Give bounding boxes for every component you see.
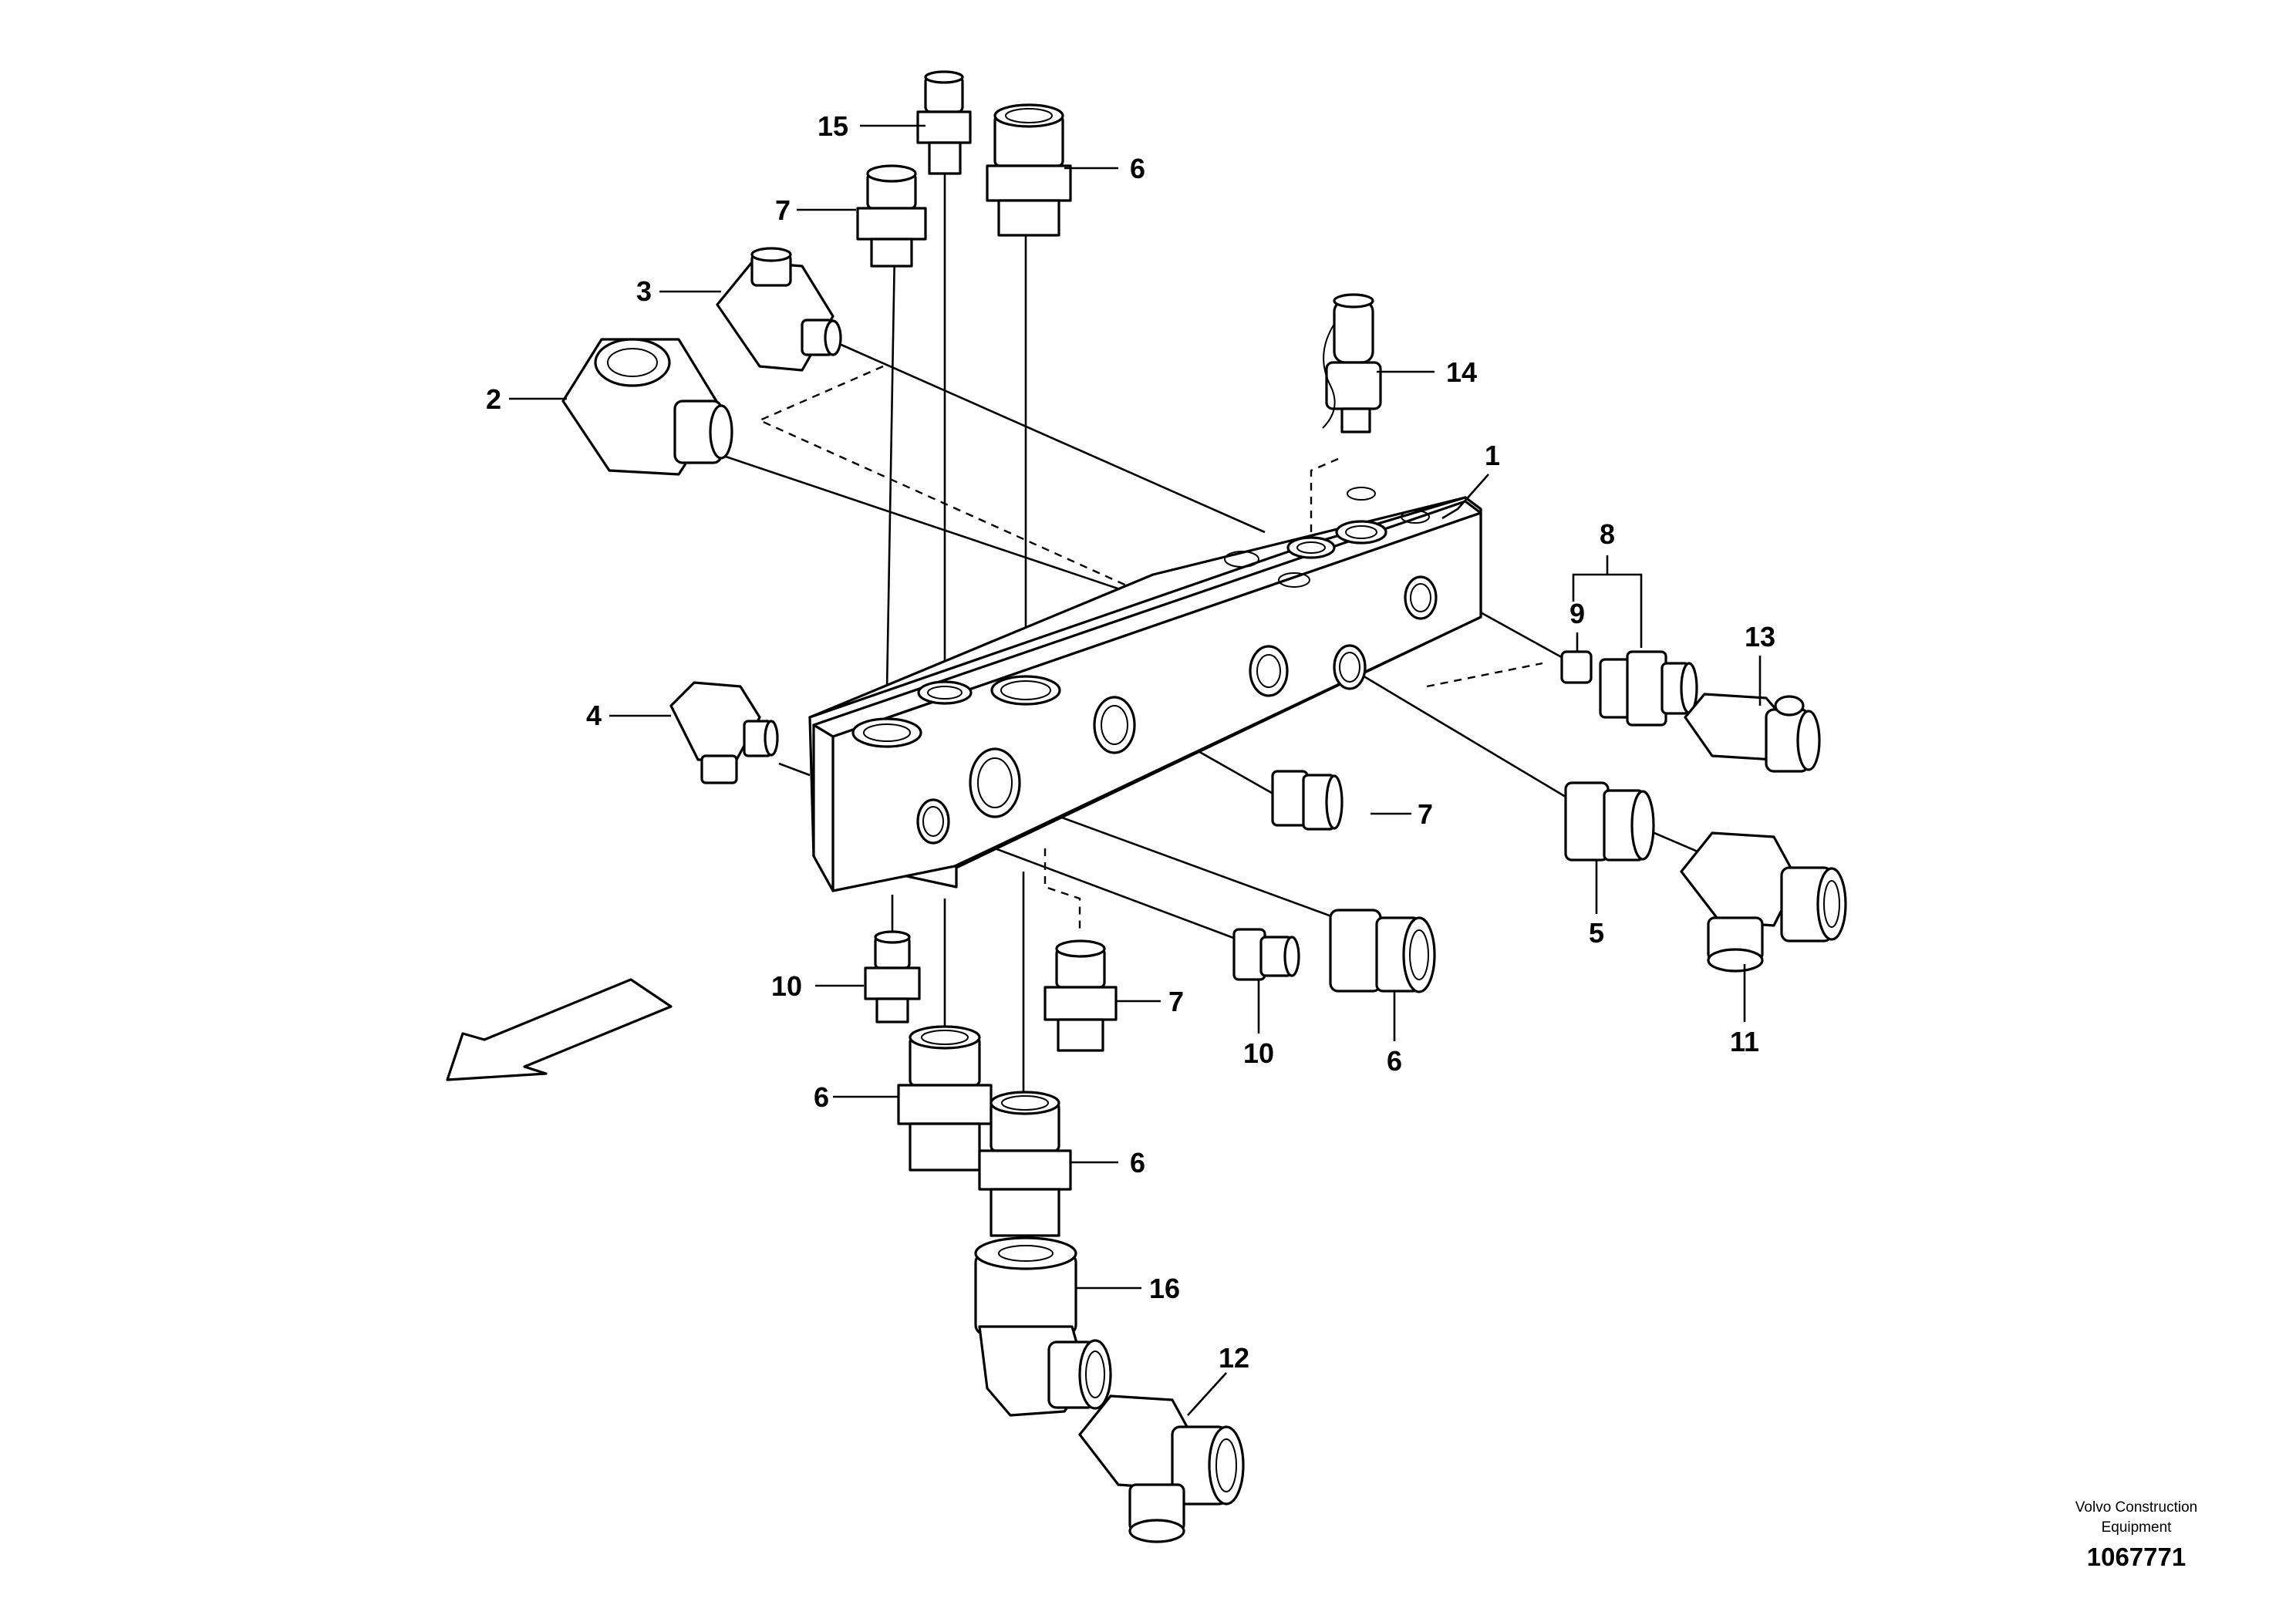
fitting-2 (561, 338, 733, 476)
document-number: 1067771 (2087, 1543, 2186, 1571)
callout-12: 12 (1219, 1342, 1249, 1374)
callout-labels: 1 2 3 4 5 6 6 6 6 7 7 7 8 9 10 10 11 12 … (486, 110, 1775, 1374)
fitting-6-right (1329, 909, 1436, 993)
fitting-7-top (856, 164, 927, 268)
callout-6-right: 6 (1387, 1045, 1402, 1077)
fitting-6-bottom (978, 1091, 1072, 1237)
credit-line-1: Volvo Construction (2075, 1499, 2197, 1516)
fitting-6-bottom-left (897, 1025, 993, 1172)
callout-8: 8 (1600, 518, 1615, 550)
fitting-5 (1564, 781, 1655, 862)
fitting-7-right (1271, 770, 1344, 831)
fitting-7-bottom (1043, 939, 1118, 1052)
fitting-10-bottom (864, 930, 921, 1023)
fitting-12 (1078, 1394, 1245, 1543)
fitting-3 (716, 247, 842, 372)
fitting-9 (1560, 650, 1593, 684)
fitting-10-right (1232, 928, 1300, 981)
callout-10-bottom: 10 (771, 970, 802, 1002)
fitting-15 (916, 70, 972, 175)
callout-7-right: 7 (1418, 798, 1433, 830)
fitting-13 (1684, 693, 1821, 773)
callout-14: 14 (1446, 356, 1477, 388)
fitting-8 (1599, 650, 1698, 727)
callout-7-bottom: 7 (1168, 986, 1184, 1017)
callout-1: 1 (1485, 440, 1500, 471)
fitting-11 (1680, 831, 1847, 973)
callout-11: 11 (1730, 1026, 1759, 1057)
callout-2: 2 (486, 383, 501, 415)
callout-13: 13 (1745, 621, 1775, 653)
direction-arrow (446, 978, 673, 1081)
callout-7-top: 7 (775, 194, 791, 226)
callout-15: 15 (818, 110, 848, 142)
fitting-14 (1322, 293, 1382, 433)
callout-4: 4 (586, 700, 602, 731)
credit-line-2: Equipment (2102, 1519, 2173, 1536)
callout-5: 5 (1589, 917, 1604, 949)
fitting-16 (974, 1236, 1112, 1417)
callout-6-top: 6 (1130, 153, 1145, 184)
callout-6-bottom-left: 6 (814, 1081, 829, 1113)
callout-6-bottom: 6 (1130, 1147, 1145, 1179)
callout-16: 16 (1149, 1273, 1180, 1304)
fitting-6-top (986, 103, 1072, 237)
callout-leaders (509, 124, 1762, 1416)
fitting-4 (669, 681, 779, 784)
callout-3: 3 (636, 275, 652, 307)
callout-10-right: 10 (1243, 1037, 1274, 1069)
callout-9: 9 (1569, 598, 1585, 629)
manifold-block (808, 487, 1482, 892)
